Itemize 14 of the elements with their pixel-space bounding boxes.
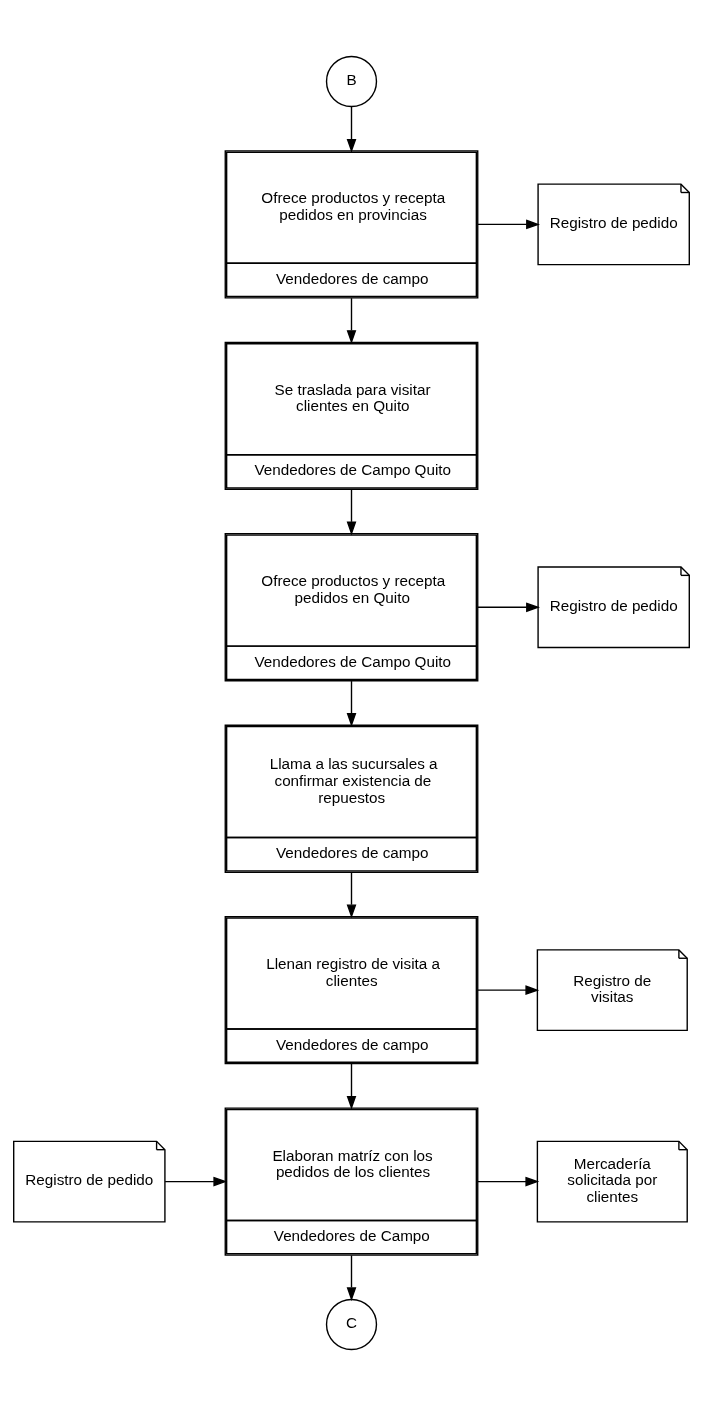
arrow [346,1254,357,1302]
arrow [346,680,357,727]
arrow [164,1176,228,1187]
arrow [477,1176,540,1187]
node-circle: B [325,55,378,108]
node-circle: C [325,1298,378,1351]
arrow [477,985,540,995]
arrow [346,105,357,153]
arrow [477,219,540,230]
arrow [346,297,357,345]
arrow [346,1063,357,1110]
arrow [346,488,357,536]
arrow [477,602,540,613]
arrow [346,871,357,919]
